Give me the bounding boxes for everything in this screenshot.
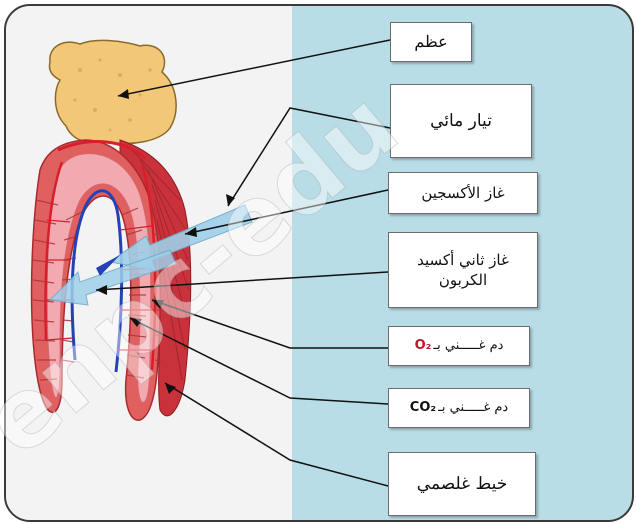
label-blood-rich-co2-text: دم غـــــني بـ <box>438 399 508 417</box>
label-water-current-text: تيار مائي <box>430 110 492 133</box>
label-blood-rich-o2: دم غـــــني بـ O₂ <box>388 326 530 366</box>
label-co2-formula: CO₂ <box>410 399 436 417</box>
label-oxygen-gas-text: غاز الأكسجين <box>421 183 504 203</box>
label-blood-rich-co2: دم غـــــني بـ CO₂ <box>388 388 530 428</box>
label-co2-gas-line1: غاز ثاني أكسيد <box>417 250 509 270</box>
label-bone: عظم <box>390 22 472 62</box>
label-oxygen-gas: غاز الأكسجين <box>388 172 538 214</box>
label-o2-formula: O₂ <box>415 337 432 355</box>
bone-shape <box>49 40 176 143</box>
label-bone-text: عظم <box>414 31 447 53</box>
label-blood-rich-o2-text: دم غـــــني بـ <box>433 337 503 355</box>
label-water-current: تيار مائي <box>390 84 532 158</box>
label-gill-filament: خيط غلصمي <box>388 452 536 516</box>
label-gill-filament-text: خيط غلصمي <box>417 473 507 496</box>
label-co2-gas-line2: الكربون <box>439 270 487 290</box>
label-co2-gas: غاز ثاني أكسيد الكربون <box>388 232 538 308</box>
